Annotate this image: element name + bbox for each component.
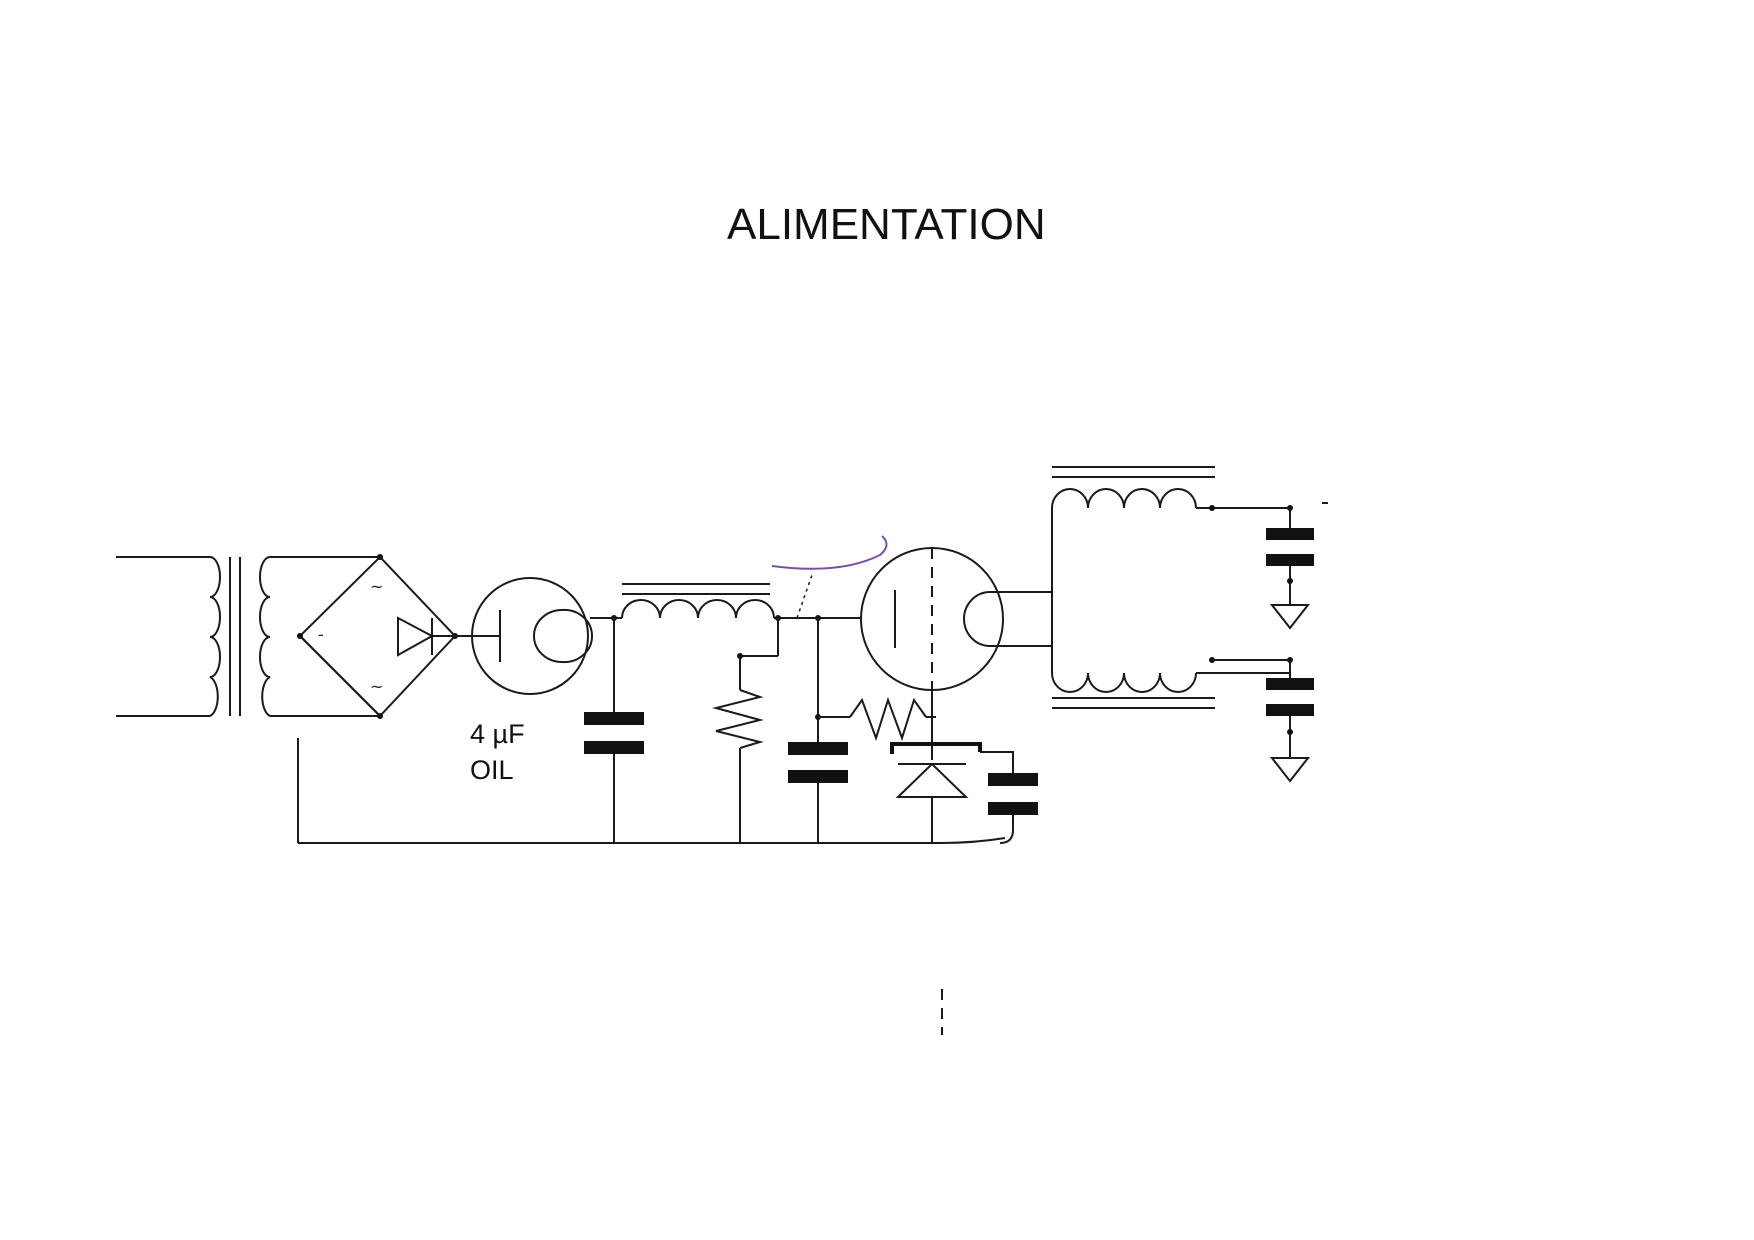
first-filter-stage <box>584 615 644 843</box>
diagram-title: ALIMENTATION <box>727 200 1046 249</box>
dotted-link <box>796 574 813 619</box>
capacitor-icon <box>788 770 848 783</box>
output-filter-bottom <box>1266 657 1314 783</box>
bridge-rectifier: ~ ~ - <box>297 554 458 719</box>
capacitor-icon <box>1266 704 1314 716</box>
capacitor-value-label: 4 µF <box>470 719 525 749</box>
zener-diode-icon <box>895 762 969 798</box>
regulator-tube <box>860 547 1052 691</box>
capacitor-icon <box>584 712 644 725</box>
capacitor-icon <box>988 773 1038 786</box>
bridge-ac-symbol-bottom: ~ <box>370 677 383 696</box>
capacitor-type-label: OIL <box>470 755 514 785</box>
bridge-diode-icon <box>397 616 435 657</box>
capacitor-icon <box>988 802 1038 815</box>
capacitor-icon <box>1266 528 1314 540</box>
rectifier-tube <box>455 577 594 695</box>
ground-icon <box>1269 604 1311 630</box>
ground-bus <box>298 837 1006 844</box>
filter-choke <box>621 583 862 659</box>
capacitor-icon <box>584 741 644 754</box>
resistor-icon <box>712 689 764 749</box>
annotation-arc <box>771 535 888 570</box>
zener-network <box>818 690 1038 844</box>
capacitor-icon <box>1266 554 1314 566</box>
output-transformer <box>1051 466 1290 709</box>
bridge-minus-symbol: - <box>318 625 324 644</box>
bridge-ac-symbol-top: ~ <box>370 577 383 596</box>
capacitor-icon <box>788 742 848 755</box>
output-filter-top <box>1266 505 1314 630</box>
second-filter-capacitor <box>788 615 848 843</box>
capacitor-icon <box>1266 678 1314 690</box>
bleeder-resistor <box>712 656 764 843</box>
ground-icon <box>1269 757 1311 783</box>
mains-transformer <box>116 556 380 717</box>
resistor-icon <box>849 696 927 742</box>
